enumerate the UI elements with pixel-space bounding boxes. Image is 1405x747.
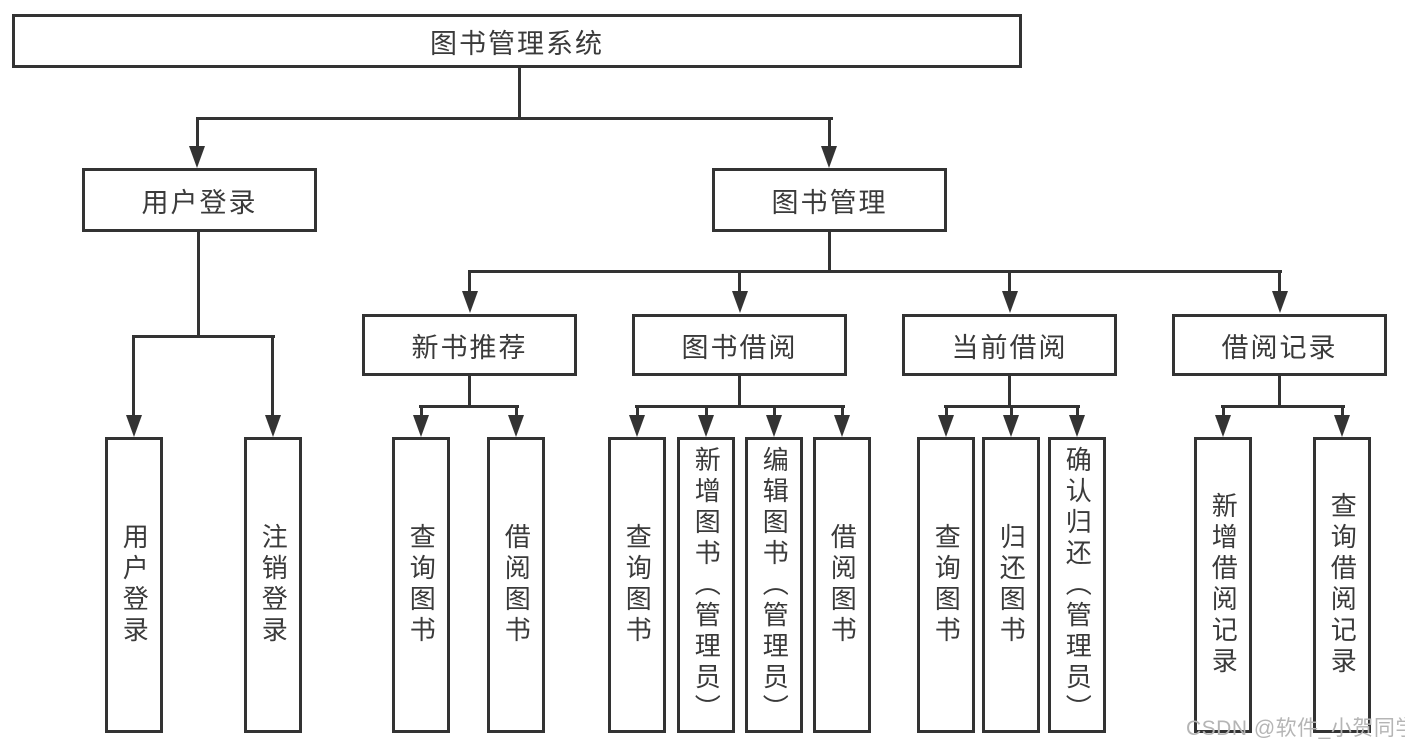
connector-book-mgmt-drop [828,117,831,149]
leaf-confirm-return-admin: 确认归还（管理员） [1048,437,1106,733]
leaf-label: 查询图书 [931,523,962,647]
arrowhead-current-borrow [1002,291,1018,313]
connector-drop [420,405,423,419]
connector-level2-branch [196,117,833,120]
leaf-add-books-admin: 新增图书（管理员） [677,437,735,733]
leaf-label: 用户登录 [119,523,150,647]
connector-borrow-records-stem [1278,374,1281,408]
arrowhead-leaf [698,415,714,437]
leaf-label: 确认归还（管理员） [1062,445,1093,725]
connector-user-login-drop [196,117,199,149]
connector-drop [515,405,518,419]
node-book-management: 图书管理 [712,168,947,232]
arrowhead-leaf [1215,415,1231,437]
connector-book-borrow-stem [738,374,741,408]
connector-new-book-drop [468,270,471,294]
connector-drop [1010,405,1013,419]
arrowhead-leaf [629,415,645,437]
leaf-borrow-books-recommend: 借阅图书 [487,437,545,733]
leaf-query-books-recommend: 查询图书 [392,437,450,733]
node-new-book-recommend: 新书推荐 [362,314,577,376]
arrowhead-leaf-login [126,415,142,437]
arrowhead-leaf-logout [265,415,281,437]
arrowhead-leaf [766,415,782,437]
node-book-borrow: 图书借阅 [632,314,847,376]
leaf-edit-books-admin: 编辑图书（管理员） [745,437,803,733]
connector-current-borrow-drop [1008,270,1011,294]
connector-drop [773,405,776,419]
connector-drop [1076,405,1079,419]
leaf-logout: 注销登录 [244,437,302,733]
node-library-management-system: 图书管理系统 [12,14,1022,68]
connector-book-mgmt-stem [828,230,831,272]
leaf-user-login: 用户登录 [105,437,163,733]
node-label: 新书推荐 [411,332,528,363]
arrowhead-leaf [938,415,954,437]
leaf-label: 归还图书 [996,523,1027,647]
leaf-label: 注销登录 [258,523,289,647]
leaf-label: 新增图书（管理员） [691,445,722,725]
leaf-return-books: 归还图书 [982,437,1040,733]
leaf-add-borrow-record: 新增借阅记录 [1194,437,1252,733]
connector-current-borrow-stem [1008,374,1011,408]
connector-leaf-login-drop [132,335,135,417]
connector-drop [1222,405,1225,419]
leaf-label: 新增借阅记录 [1208,492,1239,678]
node-label: 图书管理 [771,187,888,218]
arrowhead-leaf [413,415,429,437]
connector-drop [945,405,948,419]
arrowhead-leaf [834,415,850,437]
node-current-borrow: 当前借阅 [902,314,1117,376]
connector-drop [705,405,708,419]
connector-drop [841,405,844,419]
connector-new-book-branch [419,405,519,408]
arrowhead-new-book [462,291,478,313]
leaf-label: 借阅图书 [827,523,858,647]
leaf-query-books-current: 查询图书 [917,437,975,733]
connector-book-borrow-drop [738,270,741,294]
leaf-label: 借阅图书 [501,523,532,647]
connector-user-login-stem [197,230,200,337]
arrowhead-leaf [508,415,524,437]
leaf-label: 编辑图书（管理员） [759,445,790,725]
leaf-label: 查询图书 [622,523,653,647]
node-user-login: 用户登录 [82,168,317,232]
node-borrow-records: 借阅记录 [1172,314,1387,376]
connector-root-stem [518,66,521,119]
arrowhead-borrow-records [1272,291,1288,313]
node-label: 图书借阅 [681,332,798,363]
node-label: 用户登录 [141,187,258,218]
arrowhead-leaf [1003,415,1019,437]
leaf-label: 查询图书 [406,523,437,647]
arrowhead-leaf [1069,415,1085,437]
arrowhead-book-mgmt [821,146,837,168]
connector-drop [1341,405,1344,419]
connector-drop [636,405,639,419]
node-label: 当前借阅 [951,332,1068,363]
connector-new-book-stem [468,374,471,408]
arrowhead-book-borrow [732,291,748,313]
leaf-query-borrow-record: 查询借阅记录 [1313,437,1371,733]
node-label: 借阅记录 [1221,332,1338,363]
connector-level3-branch [468,270,1282,273]
connector-borrow-records-drop [1278,270,1281,294]
arrowhead-user-login [189,146,205,168]
node-label: 图书管理系统 [430,28,604,59]
arrowhead-leaf [1334,415,1350,437]
connector-user-login-branch [132,335,275,338]
connector-leaf-logout-drop [271,335,274,417]
csdn-watermark: CSDN @软件_小贺同学 [1186,717,1405,740]
connector-book-borrow-branch [635,405,845,408]
leaf-borrow-books: 借阅图书 [813,437,871,733]
connector-borrow-records-branch [1221,405,1345,408]
leaf-query-books-borrow: 查询图书 [608,437,666,733]
leaf-label: 查询借阅记录 [1327,492,1358,678]
